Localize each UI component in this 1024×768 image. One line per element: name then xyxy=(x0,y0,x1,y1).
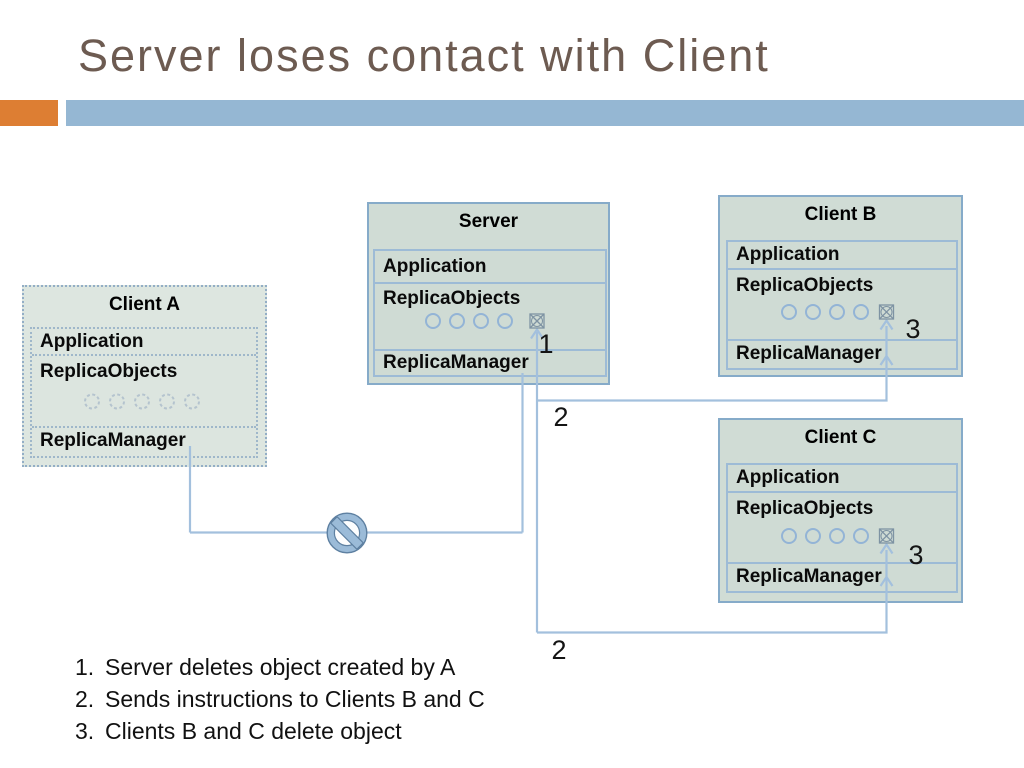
client-a-box: Client A Application ReplicaObjects Repl… xyxy=(22,285,267,467)
client-b-replicamanager-row: ReplicaManager xyxy=(736,343,882,364)
client-a-application-row: Application xyxy=(32,329,256,356)
note-item-2: 2. Sends instructions to Clients B and C xyxy=(75,683,485,715)
client-a-box-title: Client A xyxy=(108,294,181,315)
note-item-1: 1. Server deletes object created by A xyxy=(75,651,485,683)
server-replicaobjects-row: ReplicaObjects xyxy=(375,284,605,351)
note-number: 3. xyxy=(75,718,95,744)
server-box-body: Application ReplicaObjects ReplicaManage… xyxy=(373,249,607,377)
notes-list: 1. Server deletes object created by A 2. S… xyxy=(75,651,485,747)
no-entry-icon xyxy=(326,512,368,554)
client-c-box: Client C Application ReplicaObjects Repl… xyxy=(718,418,963,603)
note-text: Sends instructions to Clients B and C xyxy=(105,686,485,712)
server-box: Server Application ReplicaObjects Replic… xyxy=(367,202,610,385)
slide-title: Server loses contact with Client xyxy=(78,30,770,81)
note-text: Server deletes object created by A xyxy=(105,654,456,680)
server-replicamanager-row: ReplicaManager xyxy=(383,352,529,373)
step-label-2-top: 2 xyxy=(553,402,569,432)
step-label-1: 1 xyxy=(538,329,554,359)
server-application-row: Application xyxy=(375,251,605,284)
note-item-3: 3. Clients B and C delete object xyxy=(75,715,485,747)
step-label-2-bottom: 2 xyxy=(551,635,567,665)
accent-bar-blue xyxy=(66,100,1024,126)
client-a-replicaobjects-row: ReplicaObjects xyxy=(32,356,256,428)
note-number: 1. xyxy=(75,654,95,680)
client-b-box-title: Client B xyxy=(804,204,877,225)
client-b-application-row: Application xyxy=(728,242,956,270)
client-b-box-body: Application ReplicaObjects ReplicaManage… xyxy=(726,240,958,370)
client-c-application-row: Application xyxy=(728,465,956,493)
client-a-box-body: Application ReplicaObjects ReplicaManage… xyxy=(30,327,258,458)
client-b-box: Client B Application ReplicaObjects Repl… xyxy=(718,195,963,377)
client-a-replicamanager-row: ReplicaManager xyxy=(40,430,186,451)
client-c-box-title: Client C xyxy=(804,427,877,448)
note-number: 2. xyxy=(75,686,95,712)
accent-bar-orange xyxy=(0,100,58,126)
note-text: Clients B and C delete object xyxy=(105,718,402,744)
server-box-title: Server xyxy=(458,211,519,232)
step-label-3-client-b: 3 xyxy=(905,314,921,344)
client-c-box-body: Application ReplicaObjects ReplicaManage… xyxy=(726,463,958,593)
step-label-3-client-c: 3 xyxy=(908,540,924,570)
